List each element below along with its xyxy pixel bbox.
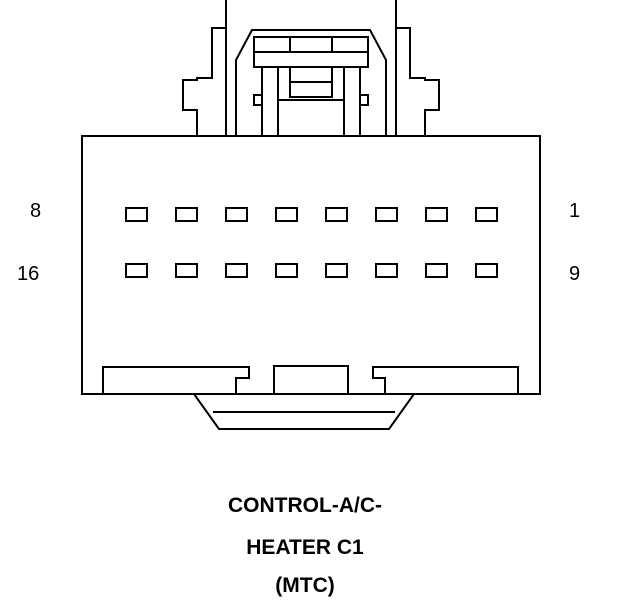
keying-ridges [102,365,519,395]
pin-label-8: 8 [30,200,42,222]
pin-cavity-9 [475,263,498,278]
pin-cavity-2 [425,207,448,222]
connector-title-line3: (MTC) [275,574,335,597]
pin-cavities [125,207,498,278]
pin-cavity-16 [125,263,148,278]
pin-cavity-1 [475,207,498,222]
pin-label-9: 9 [569,263,581,285]
pin-cavity-4 [325,207,348,222]
pin-cavity-11 [375,263,398,278]
connector-title-line2: HEATER C1 [246,536,364,559]
release-tab [193,393,415,430]
pin-cavity-7 [175,207,198,222]
connector-title-line1: CONTROL-A/C- [228,494,382,517]
pin-cavity-14 [225,263,248,278]
pin-cavity-5 [275,207,298,222]
connector-body [81,135,541,395]
connector-latch [182,0,440,136]
pin-cavity-13 [275,263,298,278]
pin-label-16: 16 [17,263,40,285]
pin-label-1: 1 [569,200,581,222]
pin-cavity-6 [225,207,248,222]
pin-cavity-3 [375,207,398,222]
pin-cavity-10 [425,263,448,278]
pin-cavity-15 [175,263,198,278]
pin-cavity-8 [125,207,148,222]
pin-cavity-12 [325,263,348,278]
